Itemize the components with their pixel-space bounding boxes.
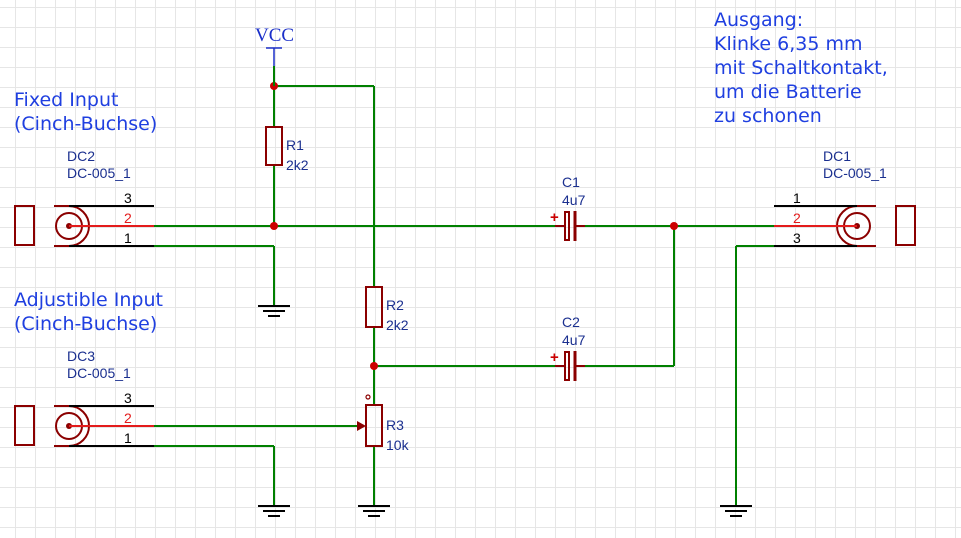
note-line: Fixed Input — [14, 89, 118, 111]
vcc-label: VCC — [255, 25, 294, 46]
pin-number: 1 — [793, 190, 801, 206]
note-line: (Cinch-Buchse) — [14, 113, 157, 135]
junction-output — [670, 222, 678, 230]
pin-number: 2 — [124, 210, 132, 226]
resistor-body — [365, 286, 383, 328]
capacitor-plate-positive — [564, 351, 570, 381]
pin-number: 2 — [793, 210, 801, 226]
note-adjustable-input: Adjustible Input (Cinch-Buchse) — [14, 289, 163, 335]
c1-polarity: + — [550, 209, 559, 226]
pin-number: 2 — [124, 410, 132, 426]
note-line: mit Schaltkontakt, — [714, 57, 888, 79]
wires — [154, 85, 774, 506]
note-output: Ausgang: Klinke 6,35 mm mit Schaltkontak… — [714, 9, 888, 127]
note-fixed-input: Fixed Input (Cinch-Buchse) — [14, 89, 157, 135]
r3-ref: R3 — [386, 417, 404, 433]
pin-number: 3 — [793, 230, 801, 246]
jack-body — [895, 205, 916, 246]
connector-dc3[interactable]: 3 2 1 DC3 DC-005_1 — [14, 348, 154, 447]
capacitor-plate-positive — [564, 211, 570, 241]
ground-symbol-dc3 — [258, 505, 290, 517]
resistor-r1[interactable]: R1 2k2 — [265, 126, 309, 173]
pin-number: 1 — [124, 230, 132, 246]
c2-value: 4u7 — [562, 332, 586, 348]
note-line: Klinke 6,35 mm — [714, 33, 862, 55]
capacitor-c1[interactable]: + C1 4u7 — [550, 174, 586, 241]
pin-number: 3 — [124, 190, 132, 206]
dc3-ref: DC3 — [67, 348, 95, 364]
ground-symbol-dc1 — [720, 505, 752, 517]
connector-dc1[interactable]: 1 2 3 DC1 DC-005_1 — [774, 148, 916, 247]
ground-symbol-dc2 — [258, 305, 290, 317]
r3-value: 10k — [386, 437, 410, 453]
vcc-symbol: VCC — [255, 25, 294, 86]
note-line: Ausgang: — [714, 9, 803, 31]
ground-symbol-r3 — [358, 505, 390, 517]
c2-polarity: + — [550, 349, 559, 366]
jack-body — [14, 205, 35, 246]
junction-fixed — [270, 222, 278, 230]
c2-ref: C2 — [562, 314, 580, 330]
potentiometer-r3[interactable]: R3 10k — [357, 394, 410, 453]
dc3-value: DC-005_1 — [67, 365, 131, 381]
jack-body — [14, 405, 35, 446]
pin-number: 1 — [124, 430, 132, 446]
r2-value: 2k2 — [386, 317, 409, 333]
dc1-ref: DC1 — [823, 148, 851, 164]
pin-number: 3 — [124, 390, 132, 406]
c1-value: 4u7 — [562, 192, 586, 208]
r2-ref: R2 — [386, 297, 404, 313]
note-line: (Cinch-Buchse) — [14, 313, 157, 335]
wiper-arrow-icon — [357, 421, 366, 431]
note-line: zu schonen — [714, 105, 822, 127]
potentiometer-body — [365, 404, 383, 447]
capacitor-c2[interactable]: + C2 4u7 — [550, 314, 586, 381]
dc2-value: DC-005_1 — [67, 165, 131, 181]
resistor-r2[interactable]: R2 2k2 — [365, 286, 409, 333]
c1-ref: C1 — [562, 174, 580, 190]
connector-dc2[interactable]: 3 2 1 DC2 DC-005_1 — [14, 148, 154, 247]
note-line: um die Batterie — [714, 81, 862, 103]
resistor-body — [265, 126, 283, 166]
note-line: Adjustible Input — [14, 289, 163, 311]
dc1-value: DC-005_1 — [823, 165, 887, 181]
r1-value: 2k2 — [286, 157, 309, 173]
dc2-ref: DC2 — [67, 148, 95, 164]
pin-marker-icon — [365, 394, 371, 400]
junction-r2-r3 — [370, 362, 378, 370]
r1-ref: R1 — [286, 137, 304, 153]
